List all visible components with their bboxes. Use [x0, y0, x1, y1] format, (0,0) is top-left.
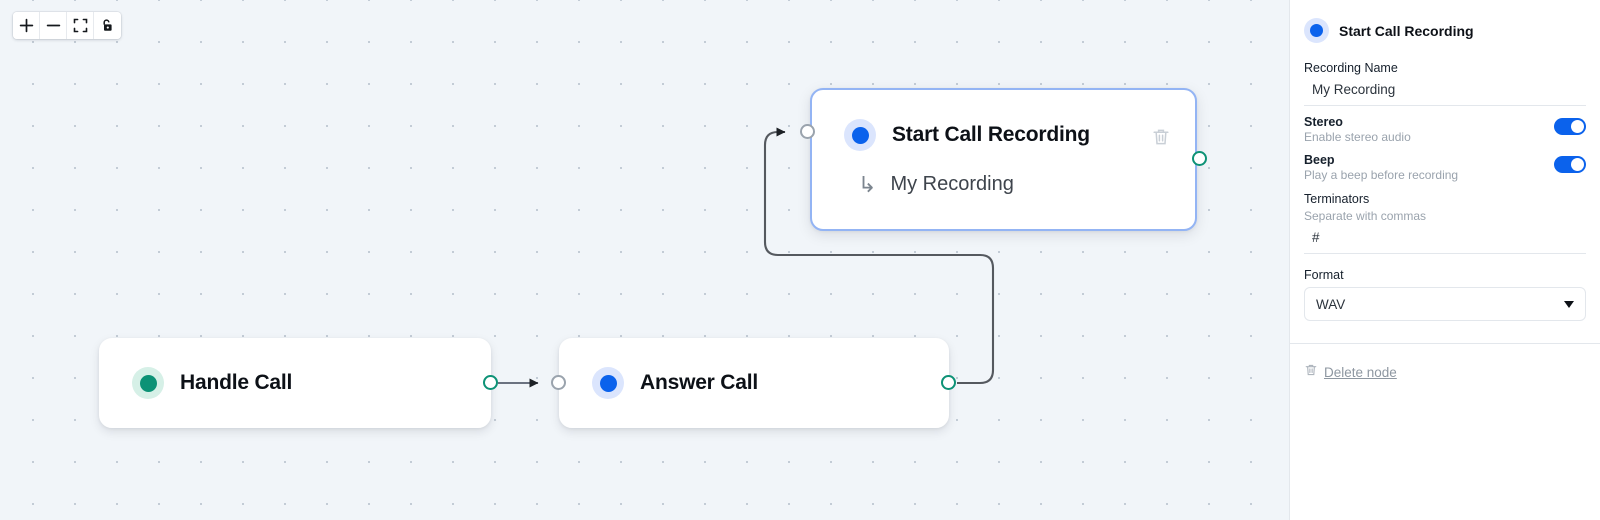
beep-description: Play a beep before recording	[1304, 168, 1459, 182]
node-settings-panel: Start Call Recording Recording Name Ster…	[1289, 0, 1600, 520]
stereo-label: Stereo	[1304, 115, 1343, 129]
fit-view-button[interactable]	[67, 12, 94, 39]
terminators-input[interactable]	[1304, 228, 1586, 254]
node-start-call-recording[interactable]: Start Call Recording ↳ My Recording	[810, 88, 1197, 231]
node-title: Start Call Recording	[892, 123, 1090, 146]
node-delete-icon[interactable]	[1151, 127, 1171, 147]
chevron-down-icon	[1564, 300, 1574, 308]
format-label: Format	[1304, 268, 1344, 282]
field-stereo: Stereo Enable stereo audio	[1304, 106, 1586, 144]
plus-icon	[19, 18, 34, 33]
subtitle-arrow-icon: ↳	[858, 171, 877, 197]
fit-view-icon	[73, 18, 88, 33]
trash-icon	[1304, 363, 1318, 382]
field-recording-name: Recording Name	[1304, 57, 1586, 106]
node-status-dot-icon	[844, 119, 876, 151]
node-header: Start Call Recording	[812, 90, 1195, 151]
stereo-toggle[interactable]	[1554, 118, 1586, 135]
node-subtitle-row: ↳ My Recording	[812, 173, 1195, 196]
node-header: Answer Call	[560, 339, 948, 427]
recording-name-input[interactable]	[1304, 80, 1586, 106]
node-answer-call[interactable]: Answer Call	[559, 338, 949, 428]
panel-divider	[1290, 343, 1600, 344]
node-handle-call[interactable]: Handle Call	[99, 338, 491, 428]
panel-header: Start Call Recording	[1304, 0, 1586, 57]
panel-title: Start Call Recording	[1339, 22, 1474, 39]
field-format: Format WAV	[1304, 254, 1586, 321]
unlock-icon	[100, 18, 115, 33]
beep-label: Beep	[1304, 153, 1335, 167]
minus-icon	[46, 18, 61, 33]
zoom-out-button[interactable]	[40, 12, 67, 39]
output-handle-start-call-recording[interactable]	[1192, 151, 1207, 166]
terminators-label: Terminators	[1304, 192, 1370, 206]
edge-layer	[498, 127, 995, 388]
format-selected-value: WAV	[1316, 296, 1346, 312]
delete-node-label: Delete node	[1324, 365, 1397, 380]
node-subtitle: My Recording	[890, 173, 1014, 195]
node-title: Handle Call	[180, 371, 293, 394]
terminators-hint: Separate with commas	[1304, 209, 1427, 223]
recording-name-label: Recording Name	[1304, 61, 1398, 75]
input-handle-start-call-recording[interactable]	[800, 124, 815, 139]
format-select[interactable]: WAV	[1304, 287, 1586, 321]
panel-status-dot-icon	[1304, 18, 1329, 43]
field-terminators: Terminators Separate with commas	[1304, 182, 1586, 254]
node-title: Answer Call	[640, 371, 759, 394]
beep-toggle[interactable]	[1554, 156, 1586, 173]
lock-toggle-button[interactable]	[94, 12, 121, 39]
canvas-toolbar[interactable]	[13, 12, 121, 39]
node-status-dot-icon	[132, 367, 164, 399]
zoom-in-button[interactable]	[13, 12, 40, 39]
delete-node-button[interactable]: Delete node	[1290, 344, 1600, 382]
output-handle-answer-call[interactable]	[941, 375, 956, 390]
output-handle-handle-call[interactable]	[483, 375, 498, 390]
input-handle-answer-call[interactable]	[551, 375, 566, 390]
node-header: Handle Call	[100, 339, 490, 427]
field-beep: Beep Play a beep before recording	[1304, 144, 1586, 182]
flow-canvas[interactable]: Handle Call Answer Call Start Call Recor…	[0, 0, 1289, 520]
stereo-description: Enable stereo audio	[1304, 130, 1411, 144]
node-status-dot-icon	[592, 367, 624, 399]
